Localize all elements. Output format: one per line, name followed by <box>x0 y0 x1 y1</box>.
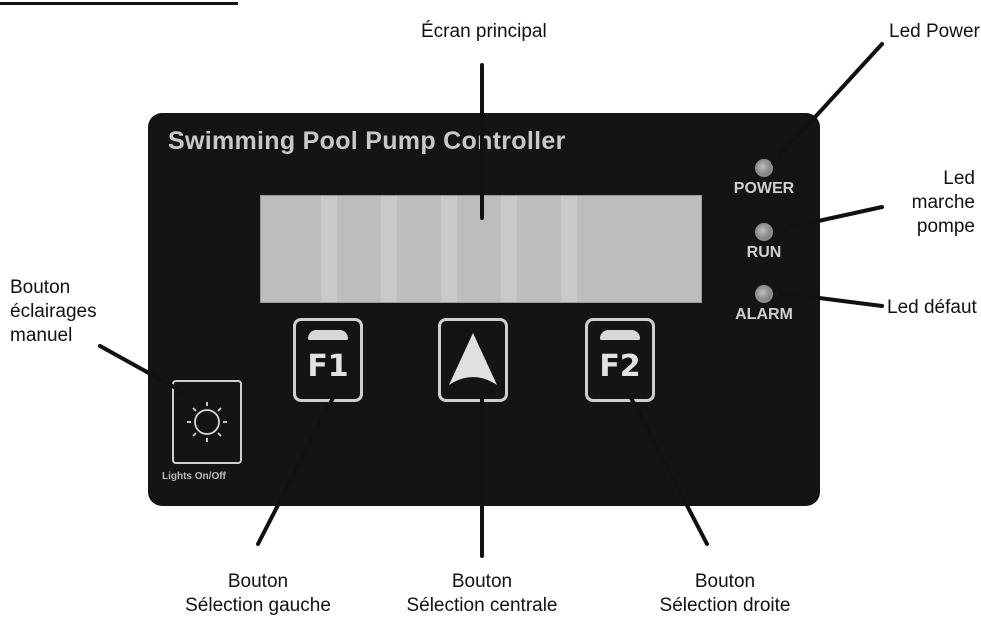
f2-indicator-bar <box>600 330 640 340</box>
led-run: RUN <box>724 223 804 262</box>
callout-left-line1: Bouton <box>227 571 289 592</box>
led-label-run: RUN <box>746 244 782 261</box>
leader-left <box>256 394 336 546</box>
callout-lights-line3: manuel <box>10 325 73 346</box>
callout-led-run: Led marche pompe <box>880 167 975 239</box>
f2-label: F2 <box>599 349 641 384</box>
center-select-button[interactable] <box>438 318 508 402</box>
callout-led-run-line1: Led marche <box>911 168 975 213</box>
f2-button[interactable]: F2 <box>585 318 655 402</box>
callout-center-line2: Sélection centrale <box>406 595 558 616</box>
callout-right-button: Bouton Sélection droite <box>635 570 815 618</box>
lcd-segment <box>321 196 337 302</box>
f1-button[interactable]: F1 <box>293 318 363 402</box>
top-rule <box>0 2 238 5</box>
power-led-indicator <box>755 159 773 177</box>
leader-lights <box>98 344 185 394</box>
lcd-segment <box>501 196 517 302</box>
leader-led-power <box>771 42 884 165</box>
callout-led-alarm: Led défaut <box>887 297 977 318</box>
sun-icon <box>187 402 227 442</box>
panel-title: Swimming Pool Pump Controller <box>168 127 566 155</box>
led-label-alarm: ALARM <box>735 306 793 323</box>
callout-lights-line1: Bouton <box>10 277 71 298</box>
leader-led-alarm <box>778 291 884 308</box>
callout-lights: Bouton éclairages manuel <box>10 276 97 348</box>
f1-indicator-bar <box>308 330 348 340</box>
lights-button[interactable] <box>172 380 242 464</box>
callout-left-button: Bouton Sélection gauche <box>168 570 348 618</box>
lights-label: Lights On/Off <box>162 471 226 482</box>
callout-right-line1: Bouton <box>694 571 756 592</box>
callout-led-run-line2: pompe <box>916 216 975 237</box>
led-power: POWER <box>724 159 804 198</box>
callout-center-line1: Bouton <box>451 571 513 592</box>
run-led-indicator <box>755 223 773 241</box>
up-triangle-icon <box>449 333 497 385</box>
led-alarm: ALARM <box>724 285 804 324</box>
lcd-segment <box>441 196 457 302</box>
callout-left-line2: Sélection gauche <box>185 595 331 616</box>
main-screen <box>260 195 702 303</box>
callout-center-button: Bouton Sélection centrale <box>392 570 572 618</box>
alarm-led-indicator <box>755 285 773 303</box>
leader-right <box>628 394 709 546</box>
lcd-segment <box>381 196 397 302</box>
callout-led-power: Led Power <box>889 21 980 42</box>
leader-led-run <box>775 205 884 232</box>
callout-right-line2: Sélection droite <box>659 595 791 616</box>
lcd-segment <box>561 196 577 302</box>
callout-lights-line2: éclairages <box>10 301 97 322</box>
led-label-power: POWER <box>733 180 795 197</box>
callout-screen: Écran principal <box>421 21 547 42</box>
f1-label: F1 <box>307 349 349 384</box>
